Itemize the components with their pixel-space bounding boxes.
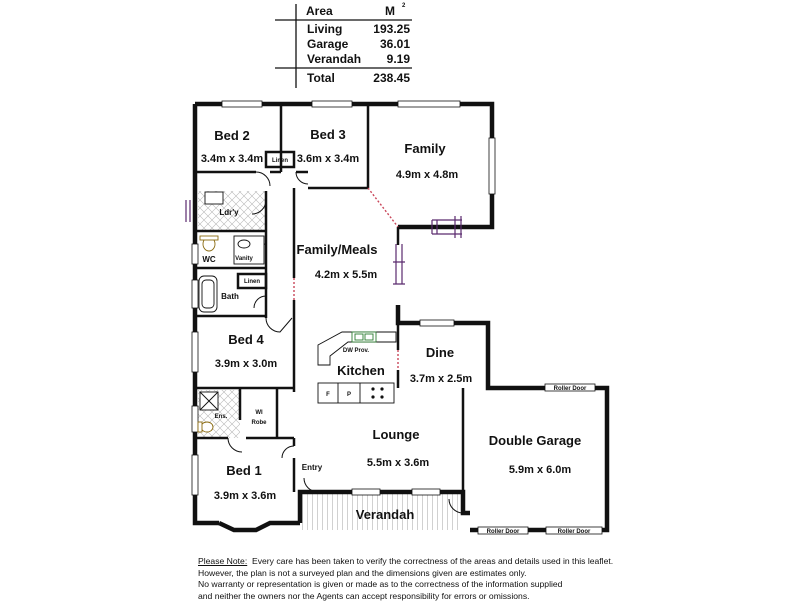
room-name-family-meals: Family/Meals <box>297 242 378 257</box>
room-dim-bed1: 3.9m x 3.6m <box>214 490 277 502</box>
room-name-double-garage: Double Garage <box>489 433 581 448</box>
door-swing <box>282 446 294 458</box>
room-name-verandah: Verandah <box>356 507 415 522</box>
disclaimer-line-3: No warranty or representation is given o… <box>198 579 638 591</box>
label-linen-top: Linen <box>272 158 288 164</box>
label-pantry: P <box>347 392 351 398</box>
disclaimer-note: Please Note: Every care has been taken t… <box>198 556 638 602</box>
door-swing <box>256 172 270 186</box>
cooktop-burner <box>380 387 383 390</box>
window <box>352 489 380 495</box>
room-name-lounge: Lounge <box>373 427 420 442</box>
window <box>312 101 352 107</box>
sliding-door <box>186 200 190 222</box>
door-swing <box>266 318 292 332</box>
label-fridge: F <box>326 392 330 398</box>
sliding-door <box>393 244 405 284</box>
area-row-label: Verandah <box>307 52 361 66</box>
label-roller-door-bottom-1: Roller Door <box>487 529 520 535</box>
label-vanity: Vanity <box>235 256 253 262</box>
label-laundry: Ldr'y <box>219 208 239 217</box>
label-wi-robe-line2: Robe <box>252 420 268 426</box>
window <box>192 332 198 372</box>
room-name-bed4: Bed 4 <box>228 332 264 347</box>
label-linen-bath: Linen <box>244 279 260 285</box>
window <box>222 101 262 107</box>
wall-bed1-bay <box>219 523 300 530</box>
label-wi-robe-line1: WI <box>255 410 263 416</box>
label-dw-prov: DW Prov. <box>343 348 370 354</box>
room-name-bed1: Bed 1 <box>226 463 261 478</box>
room-dim-bed4: 3.9m x 3.0m <box>215 358 278 370</box>
room-dim-lounge: 5.5m x 3.6m <box>367 457 430 469</box>
window <box>192 455 198 495</box>
area-row-value: 193.25 <box>373 22 410 36</box>
area-total-value: 238.45 <box>373 71 410 85</box>
ensuite-toilet <box>201 422 213 432</box>
label-roller-door-right: Roller Door <box>554 386 587 392</box>
disclaimer-line-1: Please Note: Every care has been taken t… <box>198 556 638 568</box>
room-dim-family-meals: 4.2m x 5.5m <box>315 269 378 281</box>
room-name-dine: Dine <box>426 345 454 360</box>
cooktop-burner <box>380 395 383 398</box>
area-table-unit-superscript: 2 <box>402 3 406 9</box>
window <box>412 489 440 495</box>
room-dim-family: 4.9m x 4.8m <box>396 169 459 181</box>
label-wc: WC <box>202 255 216 264</box>
room-dim-double-garage: 5.9m x 6.0m <box>509 464 572 476</box>
label-bath: Bath <box>221 292 239 301</box>
area-table: Area M 2 Living 193.25 Garage 36.01 Vera… <box>275 3 412 88</box>
room-dim-bed2: 3.4m x 3.4m <box>201 153 264 165</box>
disclaimer-line-4: and neither the owners nor the Agents ca… <box>198 591 638 602</box>
ensuite-cistern <box>198 422 202 432</box>
room-name-bed2: Bed 2 <box>214 128 249 143</box>
cooktop-burner <box>371 395 374 398</box>
disclaimer-line-2: However, the plan is not a surveyed plan… <box>198 568 638 580</box>
wall-west <box>195 104 219 523</box>
area-row-label: Garage <box>307 37 349 51</box>
window <box>489 138 495 194</box>
room-name-bed3: Bed 3 <box>310 127 345 142</box>
label-roller-door-bottom-2: Roller Door <box>558 529 591 535</box>
kitchen-sink <box>352 332 376 342</box>
room-dim-bed3: 3.6m x 3.4m <box>297 153 360 165</box>
cooktop-burner <box>371 387 374 390</box>
room-dim-dine: 3.7m x 2.5m <box>410 373 473 385</box>
area-row-label: Living <box>307 22 342 36</box>
label-entry: Entry <box>302 463 323 472</box>
disclaimer-text-1: Every care has been taken to verify the … <box>252 556 613 566</box>
disclaimer-heading: Please Note: <box>198 556 247 566</box>
room-name-kitchen: Kitchen <box>337 363 385 378</box>
passage <box>368 188 398 227</box>
wc-cistern <box>200 236 218 240</box>
roller-doors <box>478 384 602 534</box>
area-row-value: 36.01 <box>380 37 410 51</box>
floor-plan: Area M 2 Living 193.25 Garage 36.01 Vera… <box>0 0 800 555</box>
window <box>398 101 460 107</box>
area-table-unit: M <box>385 4 395 18</box>
window <box>192 406 198 432</box>
door-swing <box>296 172 308 184</box>
window <box>192 280 198 308</box>
room-labels: Bed 2 3.4m x 3.4m Bed 3 3.6m x 3.4m Fami… <box>201 127 581 522</box>
laundry-tub <box>205 192 223 204</box>
area-row-value: 9.19 <box>387 52 411 66</box>
window <box>192 244 198 264</box>
area-total-label: Total <box>307 71 335 85</box>
door-swing <box>254 296 266 308</box>
label-ensuite: Ens. <box>215 414 228 420</box>
area-table-header: Area <box>306 4 333 18</box>
room-name-family: Family <box>404 141 446 156</box>
window <box>420 320 454 326</box>
door-swing <box>228 438 242 452</box>
